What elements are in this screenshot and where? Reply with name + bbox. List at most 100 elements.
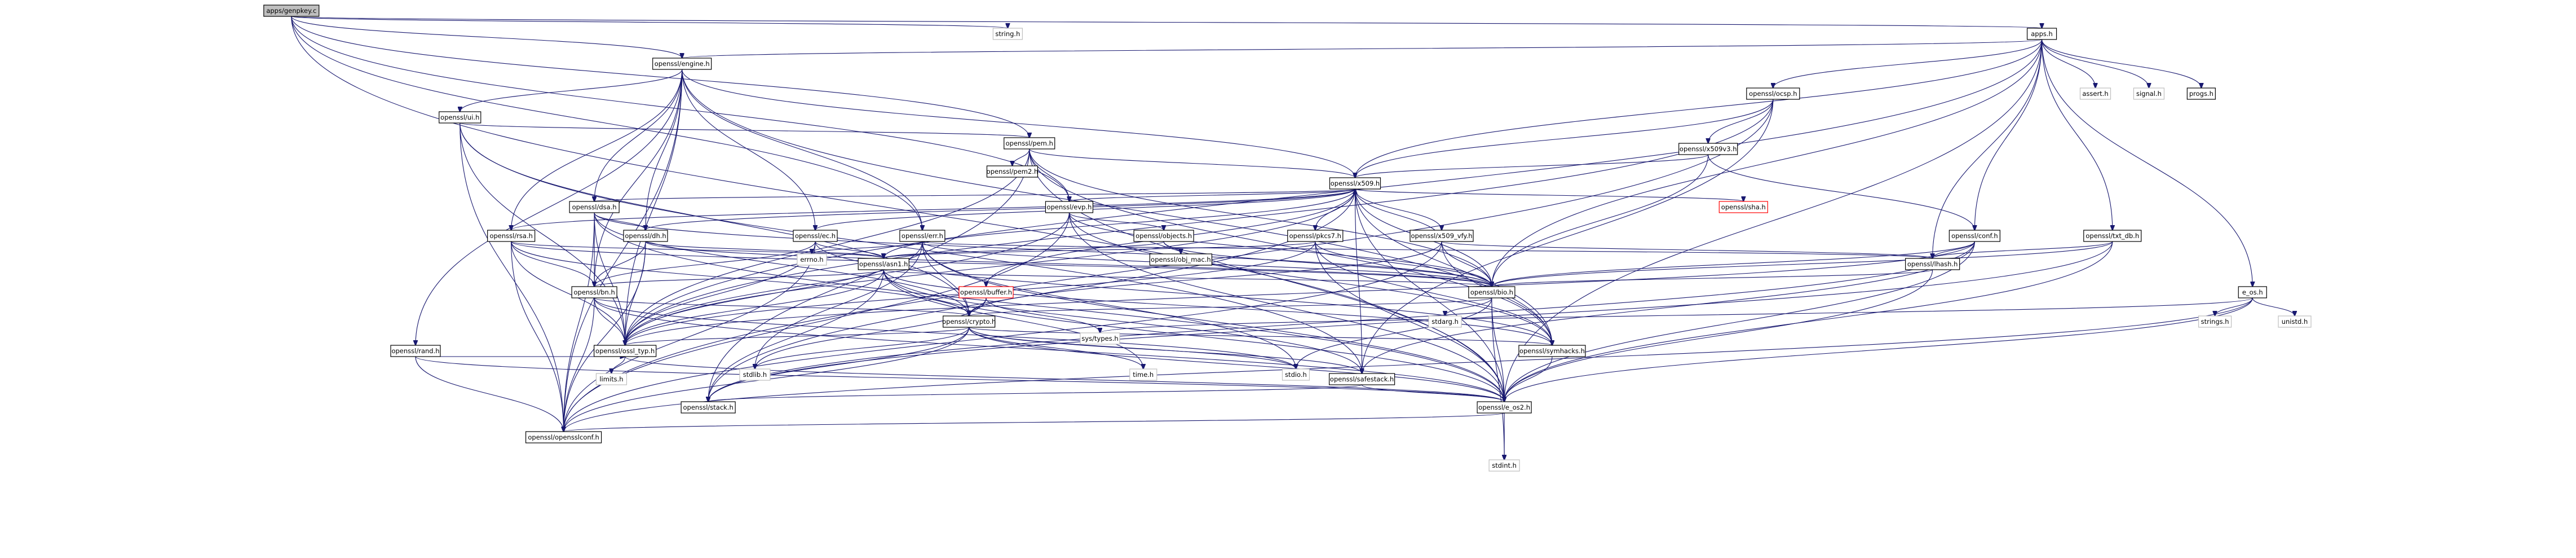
node-x509-h[interactable]: openssl/x509.h [1329, 177, 1381, 190]
include-edge [682, 69, 922, 230]
node-box [487, 230, 536, 242]
include-edge [459, 122, 625, 345]
node-sys-types-h[interactable]: sys/types.h [1080, 332, 1120, 345]
node-ec-h[interactable]: openssl/ec.h [793, 230, 838, 242]
node-box [2238, 286, 2267, 298]
node-stdint-h[interactable]: stdint.h [1488, 459, 1520, 472]
include-edge [1068, 212, 1164, 230]
node-box [571, 286, 617, 298]
node-asn1-h[interactable]: openssl/asn1.h [858, 258, 909, 270]
node-box [739, 368, 771, 381]
node-box [1409, 230, 1474, 242]
node-rand-h[interactable]: openssl/rand.h [390, 345, 441, 357]
node-conf-h[interactable]: openssl/conf.h [1948, 230, 2000, 242]
node-assert-h[interactable]: assert.h [2079, 87, 2111, 100]
include-edge [1441, 241, 1492, 287]
node-symhacks-h[interactable]: openssl/symhacks.h [1518, 345, 1586, 357]
node-dsa-h[interactable]: openssl/dsa.h [569, 201, 620, 213]
include-edge [291, 16, 1029, 138]
node-stack-h[interactable]: openssl/stack.h [681, 401, 736, 414]
node-label: openssl/symhacks.h [1519, 347, 1585, 355]
node-dh-h[interactable]: openssl/dh.h [623, 230, 668, 242]
node-safestack-h[interactable]: openssl/safestack.h [1329, 373, 1395, 385]
node-bio-h[interactable]: openssl/bio.h [1468, 286, 1515, 298]
node-objects-h[interactable]: openssl/objects.h [1133, 230, 1194, 242]
node-root[interactable]: apps/genpkey.c [263, 5, 320, 17]
node-limits-h[interactable]: limits.h [595, 373, 628, 385]
node-x509-vfy-h[interactable]: openssl/x509_vfy.h [1409, 230, 1474, 242]
include-edge [883, 188, 1356, 258]
node-pkcs7-h[interactable]: openssl/pkcs7.h [1287, 230, 1344, 242]
node-label: openssl/x509_vfy.h [1411, 232, 1473, 240]
node-box [2079, 87, 2111, 100]
node-ocsp-h[interactable]: openssl/ocsp.h [1746, 87, 1800, 100]
node-opensslconf-h[interactable]: openssl/opensslconf.h [525, 431, 602, 443]
include-edge [646, 69, 683, 230]
node-stdio-h[interactable]: stdio.h [1282, 368, 1310, 381]
node-x509v3-h[interactable]: openssl/x509v3.h [1678, 143, 1738, 155]
node-unistd-h[interactable]: unistd.h [2278, 315, 2312, 328]
node-box [2186, 87, 2216, 100]
node-label: openssl/obj_mac.h [1151, 256, 1211, 263]
include-edge [1441, 241, 1933, 258]
include-edge [883, 269, 1552, 345]
node-errno-h[interactable]: errno.h [797, 253, 827, 266]
node-engine-h[interactable]: openssl/engine.h [652, 58, 712, 70]
include-edge [459, 122, 564, 432]
node-pem-h[interactable]: openssl/pem.h [1004, 137, 1055, 150]
node-box [2133, 87, 2165, 100]
node-buffer-h[interactable]: openssl/buffer.h [958, 286, 1014, 298]
include-edge [986, 297, 1100, 333]
include-edge [1315, 241, 1492, 287]
include-edge [1933, 39, 2043, 258]
node-progs-h[interactable]: progs.h [2186, 87, 2216, 100]
node-box [263, 5, 320, 17]
node-box [569, 201, 620, 213]
include-edge [511, 241, 594, 287]
include-edge [564, 297, 2253, 432]
node-evp-h[interactable]: openssl/evp.h [1045, 201, 1094, 213]
include-edge [708, 241, 2113, 402]
node-stdlib-h[interactable]: stdlib.h [739, 368, 771, 381]
node-crypto-h[interactable]: openssl/crypto.h [942, 315, 996, 328]
node-box [1149, 253, 1213, 266]
node-e-os-h[interactable]: e_os.h [2238, 286, 2267, 298]
node-signal-h[interactable]: signal.h [2133, 87, 2165, 100]
node-box [439, 111, 481, 124]
node-e-os2-h[interactable]: openssl/e_os2.h [1477, 401, 1532, 414]
node-apps-h[interactable]: apps.h [2026, 28, 2057, 40]
include-edge [625, 99, 1774, 345]
node-lhash-h[interactable]: openssl/lhash.h [1905, 258, 1960, 270]
node-txt-db-h[interactable]: openssl/txt_db.h [2083, 230, 2142, 242]
node-box [623, 230, 668, 242]
node-rsa-h[interactable]: openssl/rsa.h [487, 230, 536, 242]
node-label: sys/types.h [1081, 335, 1118, 342]
node-time-h[interactable]: time.h [1129, 368, 1157, 381]
node-label: openssl/pem2.h [987, 168, 1039, 175]
node-bn-h[interactable]: openssl/bn.h [571, 286, 617, 298]
node-ossl-typ-h[interactable]: openssl/ossl_typ.h [594, 345, 657, 357]
include-edge [1362, 99, 1774, 374]
include-edge [1354, 188, 1505, 402]
include-edge [1354, 188, 1552, 345]
include-edge [594, 241, 646, 287]
include-edge [594, 297, 625, 345]
node-pem2-h[interactable]: openssl/pem2.h [987, 165, 1039, 178]
node-err-h[interactable]: openssl/err.h [899, 230, 945, 242]
node-stdarg-h[interactable]: stdarg.h [1428, 315, 1462, 328]
node-strings-h[interactable]: strings.h [2198, 315, 2232, 328]
include-edge [1355, 154, 1709, 178]
include-edge [682, 39, 2043, 58]
node-ui-h[interactable]: openssl/ui.h [439, 111, 481, 124]
include-edge [611, 356, 626, 374]
include-edge [1504, 356, 1553, 402]
node-box [1282, 368, 1310, 381]
include-edge [1296, 297, 1492, 369]
node-string-h[interactable]: string.h [992, 28, 1023, 40]
include-edge [1492, 241, 2113, 287]
include-edge [708, 384, 1363, 402]
node-sha-h[interactable]: openssl/sha.h [1718, 201, 1768, 213]
include-edge [755, 327, 970, 369]
node-obj-mac-h[interactable]: openssl/obj_mac.h [1149, 253, 1213, 266]
node-box [858, 258, 909, 270]
